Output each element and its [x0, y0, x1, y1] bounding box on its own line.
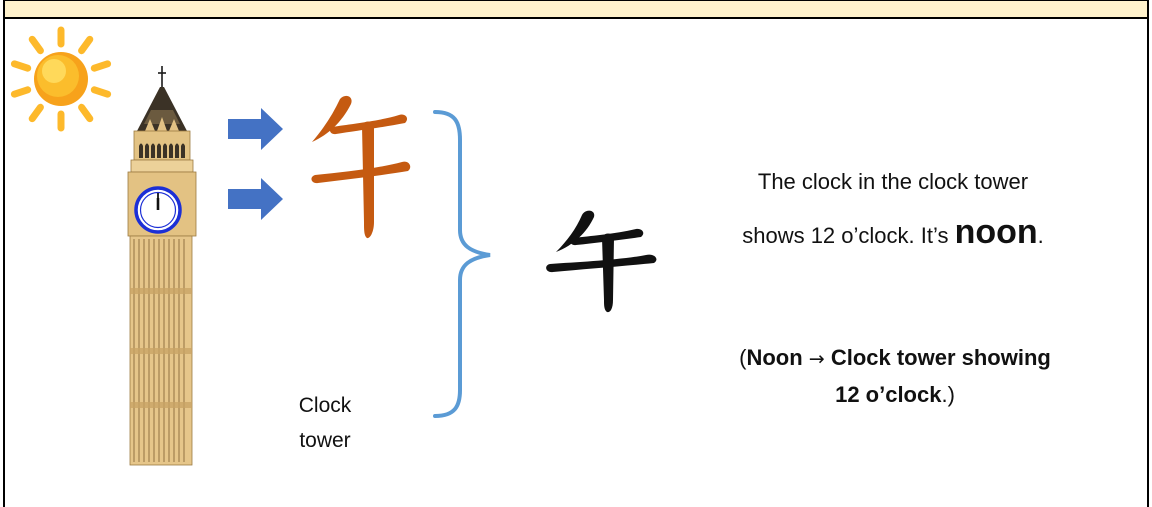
belfry-arches [139, 143, 185, 158]
mnemonic-note: (Noon → Clock tower showing 12 o’clock.) [690, 340, 1100, 412]
tower-belfry [133, 130, 191, 161]
result-character [546, 210, 657, 313]
tower-band [130, 348, 192, 354]
sun-disc-highlight [42, 59, 66, 83]
tower-dormer [145, 119, 155, 131]
card-frame [3, 0, 1149, 507]
explanation-line-2: shows 12 o’clock. It’s noon. [688, 212, 1098, 252]
belfry-arch [181, 143, 185, 158]
brush-stroke-vertical [362, 121, 374, 239]
belfry-arch [175, 143, 179, 158]
note-open-paren: ( [739, 345, 747, 370]
note-tower: Clock tower showing [830, 345, 1051, 370]
tower-dormer [169, 119, 179, 131]
tower-label-line: Clock [298, 394, 352, 417]
sun-ray [90, 86, 112, 98]
note-arrow: → [808, 348, 825, 370]
header-strip [5, 1, 1147, 19]
note-noon: Noon [746, 345, 803, 370]
brush-character [311, 95, 411, 239]
brush-stroke-falling [312, 95, 352, 142]
sun-ray [78, 35, 94, 55]
belfry-arch [169, 143, 173, 158]
curly-brace-icon [433, 110, 491, 418]
arrow-right-icon [228, 108, 283, 150]
sun-ray [28, 35, 44, 55]
sun-ray [28, 103, 44, 123]
tower-band [130, 402, 192, 408]
explanation-text: shows 12 o’clock. It’s [742, 223, 955, 248]
tower-cornice [130, 159, 194, 173]
tower-label: Clock tower [270, 388, 380, 458]
sun-rays [10, 26, 112, 132]
brush-stroke-middle-horizontal [311, 161, 411, 184]
belfry-arch [163, 143, 167, 158]
belfry-arch [157, 143, 161, 158]
belfry-arch [145, 143, 149, 158]
note-time: 12 o’clock [835, 382, 942, 407]
explanation-line-1: The clock in the clock tower [757, 169, 1029, 194]
clock-inner-ring [139, 191, 177, 229]
belfry-arch [151, 143, 155, 158]
result-stroke-vertical [602, 233, 614, 313]
note-close: .) [941, 382, 955, 407]
explanation: The clock in the clock tower shows 12 o’… [688, 166, 1098, 252]
explanation-period: . [1037, 223, 1044, 248]
belfry-arch [139, 143, 143, 158]
result-stroke-middle-horizontal [546, 254, 657, 273]
tower-dormer [157, 117, 167, 131]
arrow-right-icon [228, 178, 283, 220]
sun-ray [10, 86, 32, 98]
result-stroke-falling [556, 210, 595, 252]
tower-label-line: tower [299, 429, 351, 452]
clock-tower-icon [127, 66, 197, 466]
sun-ray [90, 60, 112, 72]
tower-band [130, 288, 192, 294]
sun-icon [10, 26, 112, 132]
emphasis-word: noon [954, 213, 1038, 251]
sun-ray [78, 103, 94, 123]
sun-ray [10, 60, 32, 72]
